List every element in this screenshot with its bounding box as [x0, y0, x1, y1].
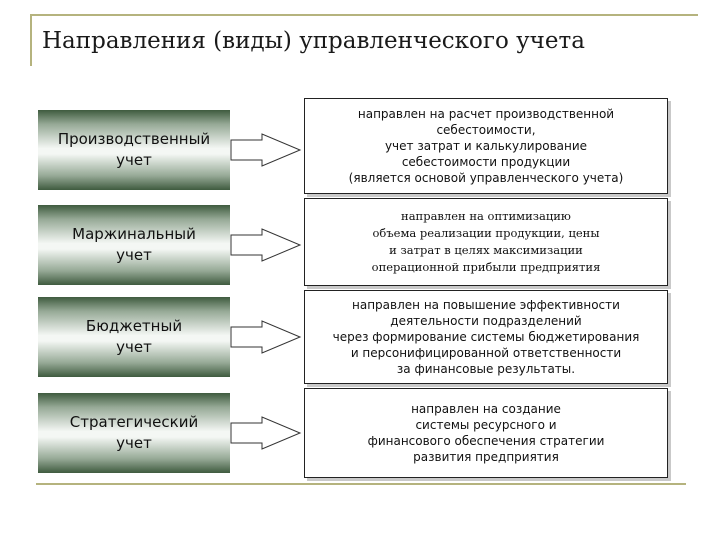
desc-line: учет затрат и калькулирование	[384, 139, 588, 153]
desc-line: направлен на повышение эффективности	[352, 298, 620, 312]
desc-line: и затрат в целях максимизации	[389, 243, 583, 257]
desc-line: деятельности подразделений	[390, 314, 582, 328]
desc-line: себестоимости,	[436, 123, 536, 137]
desc-line: финансового обеспечения стратегии	[367, 434, 605, 448]
box-label-line: Маржинальный	[72, 225, 196, 243]
frame-top-line	[30, 14, 698, 16]
box-strategic-accounting: Стратегический учет	[38, 393, 230, 473]
desc-line: за финансовые результаты.	[396, 362, 576, 376]
desc-line: направлен на создание	[411, 402, 561, 416]
box-label-line: учет	[116, 151, 152, 169]
desc-strategic-accounting: направлен на создание системы ресурсного…	[304, 388, 668, 478]
desc-marginal-accounting: направлен на оптимизацию объема реализац…	[304, 198, 668, 286]
desc-budget-accounting: направлен на повышение эффективности дея…	[304, 290, 668, 384]
box-label-line: Бюджетный	[85, 317, 183, 335]
box-marginal-accounting: Маржинальный учет	[38, 205, 230, 285]
arrow-icon	[230, 228, 302, 262]
box-label-line: учет	[116, 246, 152, 264]
frame-left-line	[30, 14, 32, 66]
desc-line: (является основой управленческого учета)	[348, 171, 624, 185]
arrow-icon	[230, 416, 302, 450]
frame-bottom-line	[36, 483, 686, 485]
desc-line: и персонифицированной ответственности	[350, 346, 622, 360]
desc-line: направлен на оптимизацию	[401, 209, 571, 223]
box-label-line: Производственный	[57, 130, 211, 148]
box-production-accounting: Производственный учет	[38, 110, 230, 190]
arrow-icon	[230, 320, 302, 354]
slide-title: Направления (виды) управленческого учета	[42, 28, 585, 54]
desc-line: операционной прибыли предприятия	[371, 260, 601, 274]
desc-line: себестоимости продукции	[401, 155, 571, 169]
desc-line: объема реализации продукции, цены	[372, 226, 600, 240]
box-budget-accounting: Бюджетный учет	[38, 297, 230, 377]
box-label-line: учет	[116, 434, 152, 452]
desc-line: развития предприятия	[413, 450, 559, 464]
desc-production-accounting: направлен на расчет производственной себ…	[304, 98, 668, 194]
desc-line: направлен на расчет производственной	[357, 107, 615, 121]
box-label-line: учет	[116, 338, 152, 356]
box-label-line: Стратегический	[69, 413, 199, 431]
arrow-icon	[230, 133, 302, 167]
desc-line: через формирование системы бюджетировани…	[332, 330, 640, 344]
desc-line: системы ресурсного и	[415, 418, 557, 432]
